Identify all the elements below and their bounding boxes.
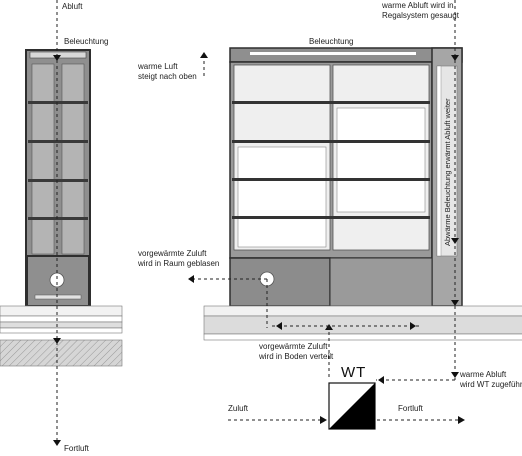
label-beleuchtung-right: Beleuchtung — [309, 37, 354, 46]
label-fortluft-left: Fortluft — [64, 444, 89, 453]
label-zuluft: Zuluft — [228, 404, 249, 413]
label-warme-abluft-regal: warme Abluft wird in Regalsystem gesaugt — [382, 1, 459, 20]
label-wt: WT — [341, 364, 367, 381]
label-beleuchtung-left: Beleuchtung — [64, 37, 109, 46]
label-abwaerme: Abwärme Beleuchtung erwärmt Abluft weite… — [443, 98, 452, 246]
label-vorgewaermte-boden: vorgewärmte Zuluft wird in Boden verteil… — [259, 342, 334, 361]
label-fortluft-right: Fortluft — [398, 404, 423, 413]
label-warme-abluft-wt: warme Abluft wird WT zugeführt — [460, 370, 522, 389]
label-warme-luft: warme Luft steigt nach oben — [138, 62, 197, 81]
left-shelf-section — [0, 0, 123, 446]
label-vorgewaermte-raum: vorgewärmte Zuluft wird in Raum geblasen — [138, 249, 220, 268]
label-abluft: Abluft — [62, 2, 83, 11]
right-shelf-section — [188, 0, 522, 430]
